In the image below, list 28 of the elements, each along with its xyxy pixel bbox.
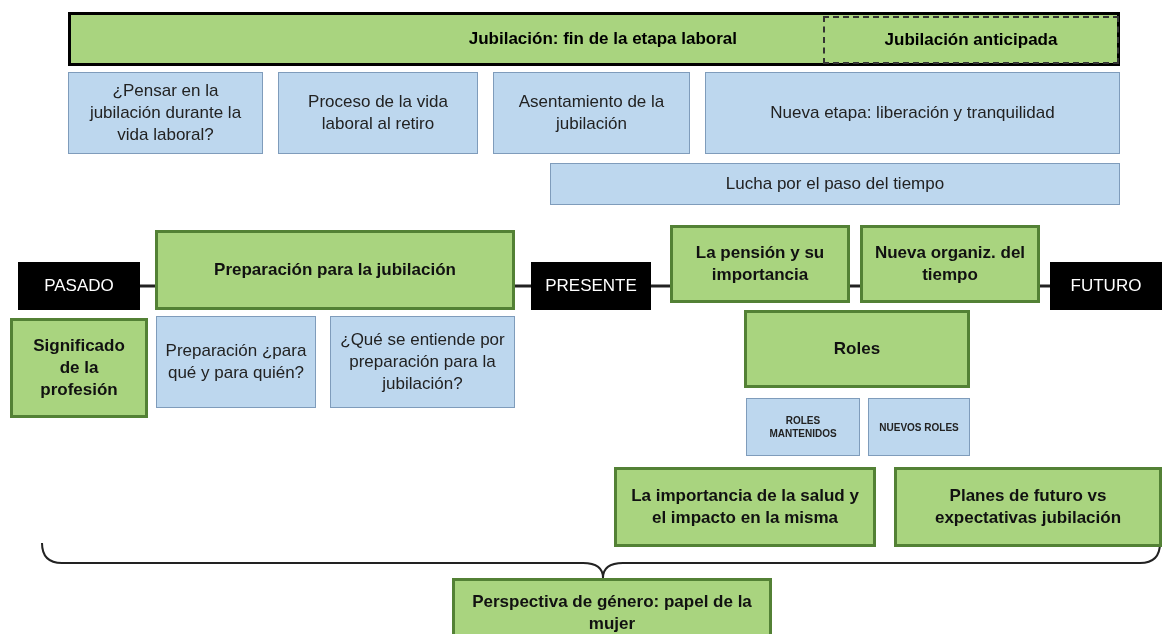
timeline-line (140, 284, 155, 288)
topic-box: ¿Pensar en la jubilación durante la vida laboral? (68, 72, 263, 154)
topic-box: Asentamiento de la jubilación (493, 72, 690, 154)
theme-box: Preparación para la jubilación (155, 230, 515, 310)
subtopic-box: NUEVOS ROLES (868, 398, 970, 456)
theme-box: La pensión y su importancia (670, 225, 850, 303)
topic-box: Lucha por el paso del tiempo (550, 163, 1120, 205)
timeline-line (515, 284, 531, 288)
topic-box: ¿Qué se entiende por preparación para la jubilación? (330, 316, 515, 408)
theme-box: Planes de futuro vs expectativas jubilación (894, 467, 1162, 547)
timeline-line (1040, 284, 1050, 288)
theme-box: Perspectiva de género: papel de la mujer (452, 578, 772, 634)
subtopic-box: ROLES MANTENIDOS (746, 398, 860, 456)
timeline-line (850, 284, 860, 288)
theme-box: La importancia de la salud y el impacto en la misma (614, 467, 876, 547)
topic-box: Nueva etapa: liberación y tranquilidad (705, 72, 1120, 154)
topic-box: Preparación ¿para qué y para quién? (156, 316, 316, 408)
theme-box: Nueva organiz. del tiempo (860, 225, 1040, 303)
timeline-label: PASADO (18, 262, 140, 310)
banner-bar (68, 12, 1120, 66)
dashed-box: Jubilación anticipada (823, 16, 1119, 64)
topic-box: Proceso de la vida laboral al retiro (278, 72, 478, 154)
banner-title: Jubilación: fin de la etapa laboral (468, 29, 737, 49)
timeline-line (651, 284, 670, 288)
timeline-label: FUTURO (1050, 262, 1162, 310)
timeline-label: PRESENTE (531, 262, 651, 310)
theme-box: Roles (744, 310, 970, 388)
theme-box: Significado de la profesión (10, 318, 148, 418)
